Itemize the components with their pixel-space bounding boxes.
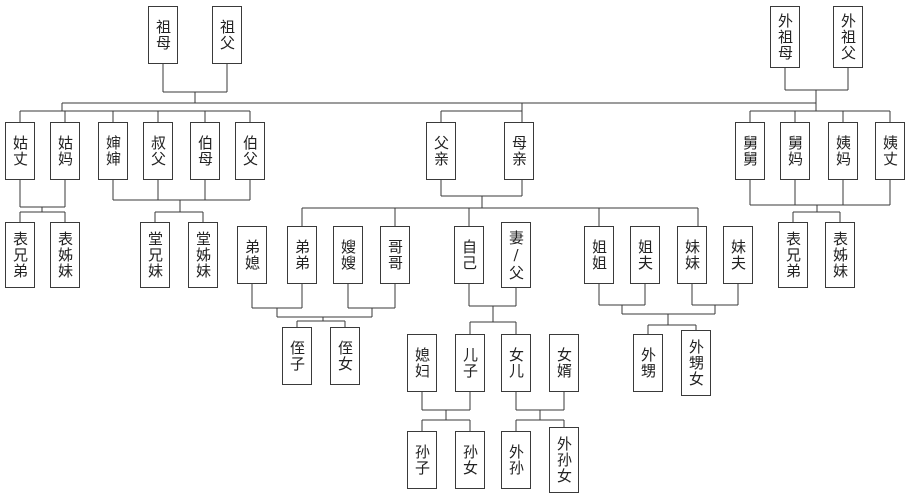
node-son-in-law: 女婿 bbox=[549, 334, 579, 392]
node-younger-brother: 弟弟 bbox=[287, 226, 317, 284]
node-younger-sister: 妹妹 bbox=[677, 226, 707, 284]
node-mother: 母亲 bbox=[504, 122, 534, 180]
node-maternal-aunt-husband: 姨丈 bbox=[875, 122, 905, 180]
node-paternal-aunt: 姑妈 bbox=[50, 122, 80, 180]
node-maternal-grandmother: 外祖母 bbox=[770, 6, 800, 68]
node-grandmother: 祖母 bbox=[148, 6, 178, 64]
node-daughter-in-law: 媳妇 bbox=[407, 334, 437, 392]
node-paternal-aunt-husband: 姑丈 bbox=[5, 122, 35, 180]
node-maternal-uncle: 舅舅 bbox=[735, 122, 765, 180]
node-younger-sister-husband: 妹夫 bbox=[723, 226, 753, 284]
node-uncle-wife: 婶婶 bbox=[98, 122, 128, 180]
node-cousin-sisters-maternal: 表姊妹 bbox=[825, 222, 855, 288]
node-elder-uncle: 伯父 bbox=[235, 122, 265, 180]
node-maternal-grandfather: 外祖父 bbox=[833, 6, 863, 68]
node-elder-brother: 哥哥 bbox=[380, 226, 410, 284]
node-elder-sister-husband: 姐夫 bbox=[630, 226, 660, 284]
node-daughter-son: 外孙 bbox=[501, 431, 531, 489]
node-elder-sister: 姐姐 bbox=[584, 226, 614, 284]
node-nephew: 侄子 bbox=[282, 327, 312, 385]
node-sister-daughter: 外甥女 bbox=[681, 330, 711, 396]
node-uncle: 叔父 bbox=[143, 122, 173, 180]
node-granddaughter: 孙女 bbox=[455, 431, 485, 489]
node-spouse: 妻/父 bbox=[501, 222, 531, 288]
node-father: 父亲 bbox=[426, 122, 456, 180]
node-cousin-sisters-paternal: 表姊妹 bbox=[50, 222, 80, 288]
node-grandfather: 祖父 bbox=[212, 6, 242, 64]
node-elder-uncle-wife: 伯母 bbox=[190, 122, 220, 180]
node-cousin-brothers-paternal: 表兄弟 bbox=[5, 222, 35, 288]
node-tang-sisters: 堂姊妹 bbox=[188, 222, 218, 288]
node-maternal-uncle-wife: 舅妈 bbox=[780, 122, 810, 180]
node-niece: 侄女 bbox=[330, 327, 360, 385]
node-self: 自己 bbox=[454, 226, 484, 284]
node-tang-brothers: 堂兄妹 bbox=[140, 222, 170, 288]
node-daughter: 女儿 bbox=[501, 334, 531, 392]
node-daughter-daughter: 外孙女 bbox=[549, 427, 579, 493]
node-son: 儿子 bbox=[455, 334, 485, 392]
node-maternal-aunt: 姨妈 bbox=[828, 122, 858, 180]
node-sister-son: 外甥 bbox=[633, 334, 663, 392]
node-cousin-brothers-maternal: 表兄弟 bbox=[778, 222, 808, 288]
node-grandson: 孙子 bbox=[407, 431, 437, 489]
node-elder-brother-wife: 嫂嫂 bbox=[333, 226, 363, 284]
node-younger-brother-wife: 弟媳 bbox=[237, 226, 267, 284]
